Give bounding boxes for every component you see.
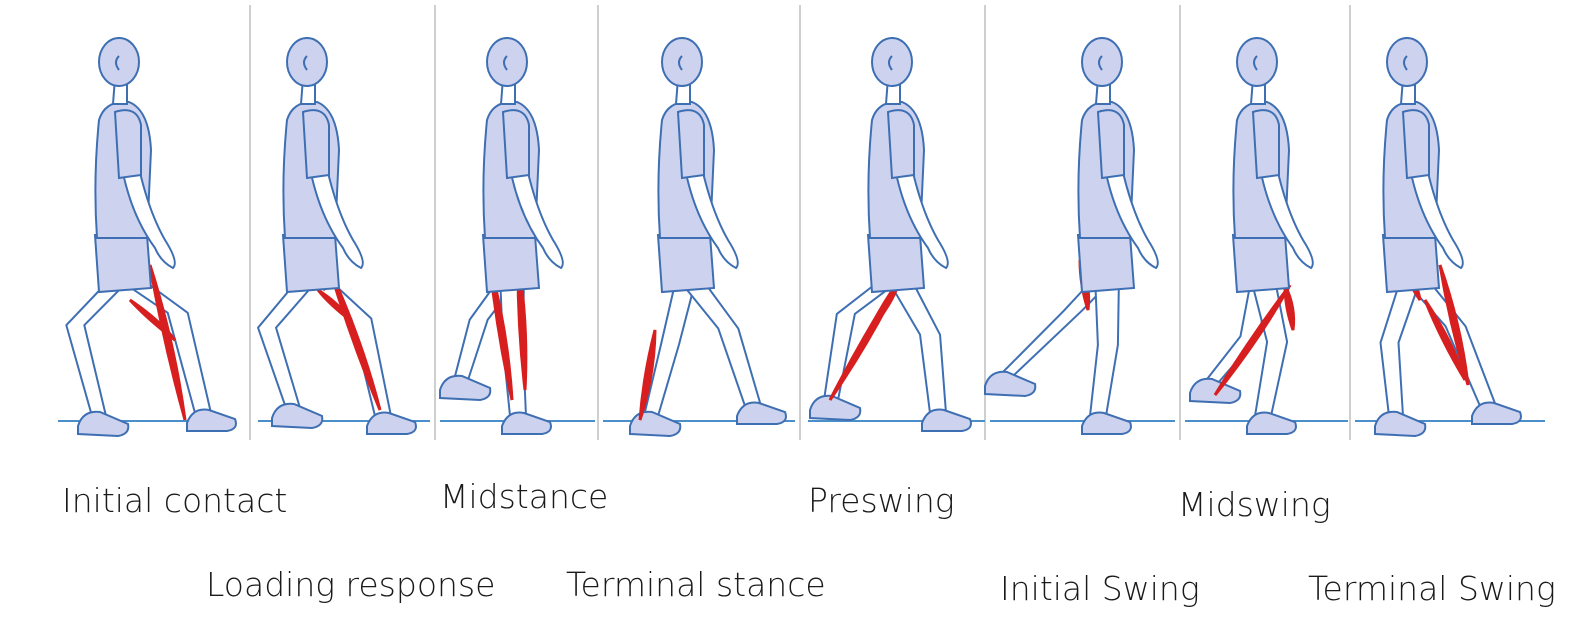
shorts <box>95 235 151 292</box>
label-initial-swing: Initial Swing <box>1000 572 1200 605</box>
back-shoe <box>630 412 680 436</box>
sleeve <box>1253 110 1279 178</box>
sleeve <box>1403 110 1429 178</box>
sleeve <box>888 110 914 178</box>
back-shoe <box>272 404 322 428</box>
shorts <box>1078 235 1134 292</box>
label-initial-contact: Initial contact <box>62 484 287 517</box>
shorts <box>868 235 924 292</box>
back-shoe <box>810 396 860 420</box>
shorts <box>658 235 714 292</box>
back-shoe <box>1375 412 1425 436</box>
label-terminal-swing: Terminal Swing <box>1308 572 1556 605</box>
back-leg <box>66 275 134 416</box>
front-shoe <box>737 403 786 424</box>
front-shoe <box>1082 413 1131 434</box>
label-midstance: Midstance <box>440 480 608 513</box>
back-shoe <box>1190 379 1240 403</box>
back-shoe <box>440 376 490 400</box>
head <box>99 38 139 86</box>
head <box>1387 38 1427 86</box>
sleeve <box>678 110 704 178</box>
head <box>287 38 327 86</box>
label-terminal-stance: Terminal stance <box>566 568 826 601</box>
label-midswing: Midswing <box>1178 488 1331 521</box>
head <box>872 38 912 86</box>
sleeve <box>303 110 329 178</box>
head <box>487 38 527 86</box>
front-shoe <box>1472 403 1521 424</box>
back-leg <box>258 275 322 408</box>
front-shoe <box>1247 413 1296 434</box>
front-shoe <box>187 410 236 431</box>
head <box>1082 38 1122 86</box>
sleeve <box>503 110 529 178</box>
back-shoe <box>985 372 1035 396</box>
shorts <box>1383 235 1439 292</box>
back-shoe <box>78 412 128 436</box>
shorts <box>483 235 539 292</box>
label-loading-response: Loading response <box>206 568 495 601</box>
sleeve <box>1098 110 1124 178</box>
muscle-highlight <box>1285 285 1294 330</box>
head <box>662 38 702 86</box>
front-leg <box>112 275 211 413</box>
front-shoe <box>922 410 971 431</box>
front-shoe <box>367 413 416 434</box>
front-shoe <box>502 413 551 434</box>
head <box>1237 38 1277 86</box>
shorts <box>1233 235 1289 292</box>
shorts <box>283 235 339 292</box>
label-preswing: Preswing <box>808 484 955 517</box>
sleeve <box>115 110 141 178</box>
